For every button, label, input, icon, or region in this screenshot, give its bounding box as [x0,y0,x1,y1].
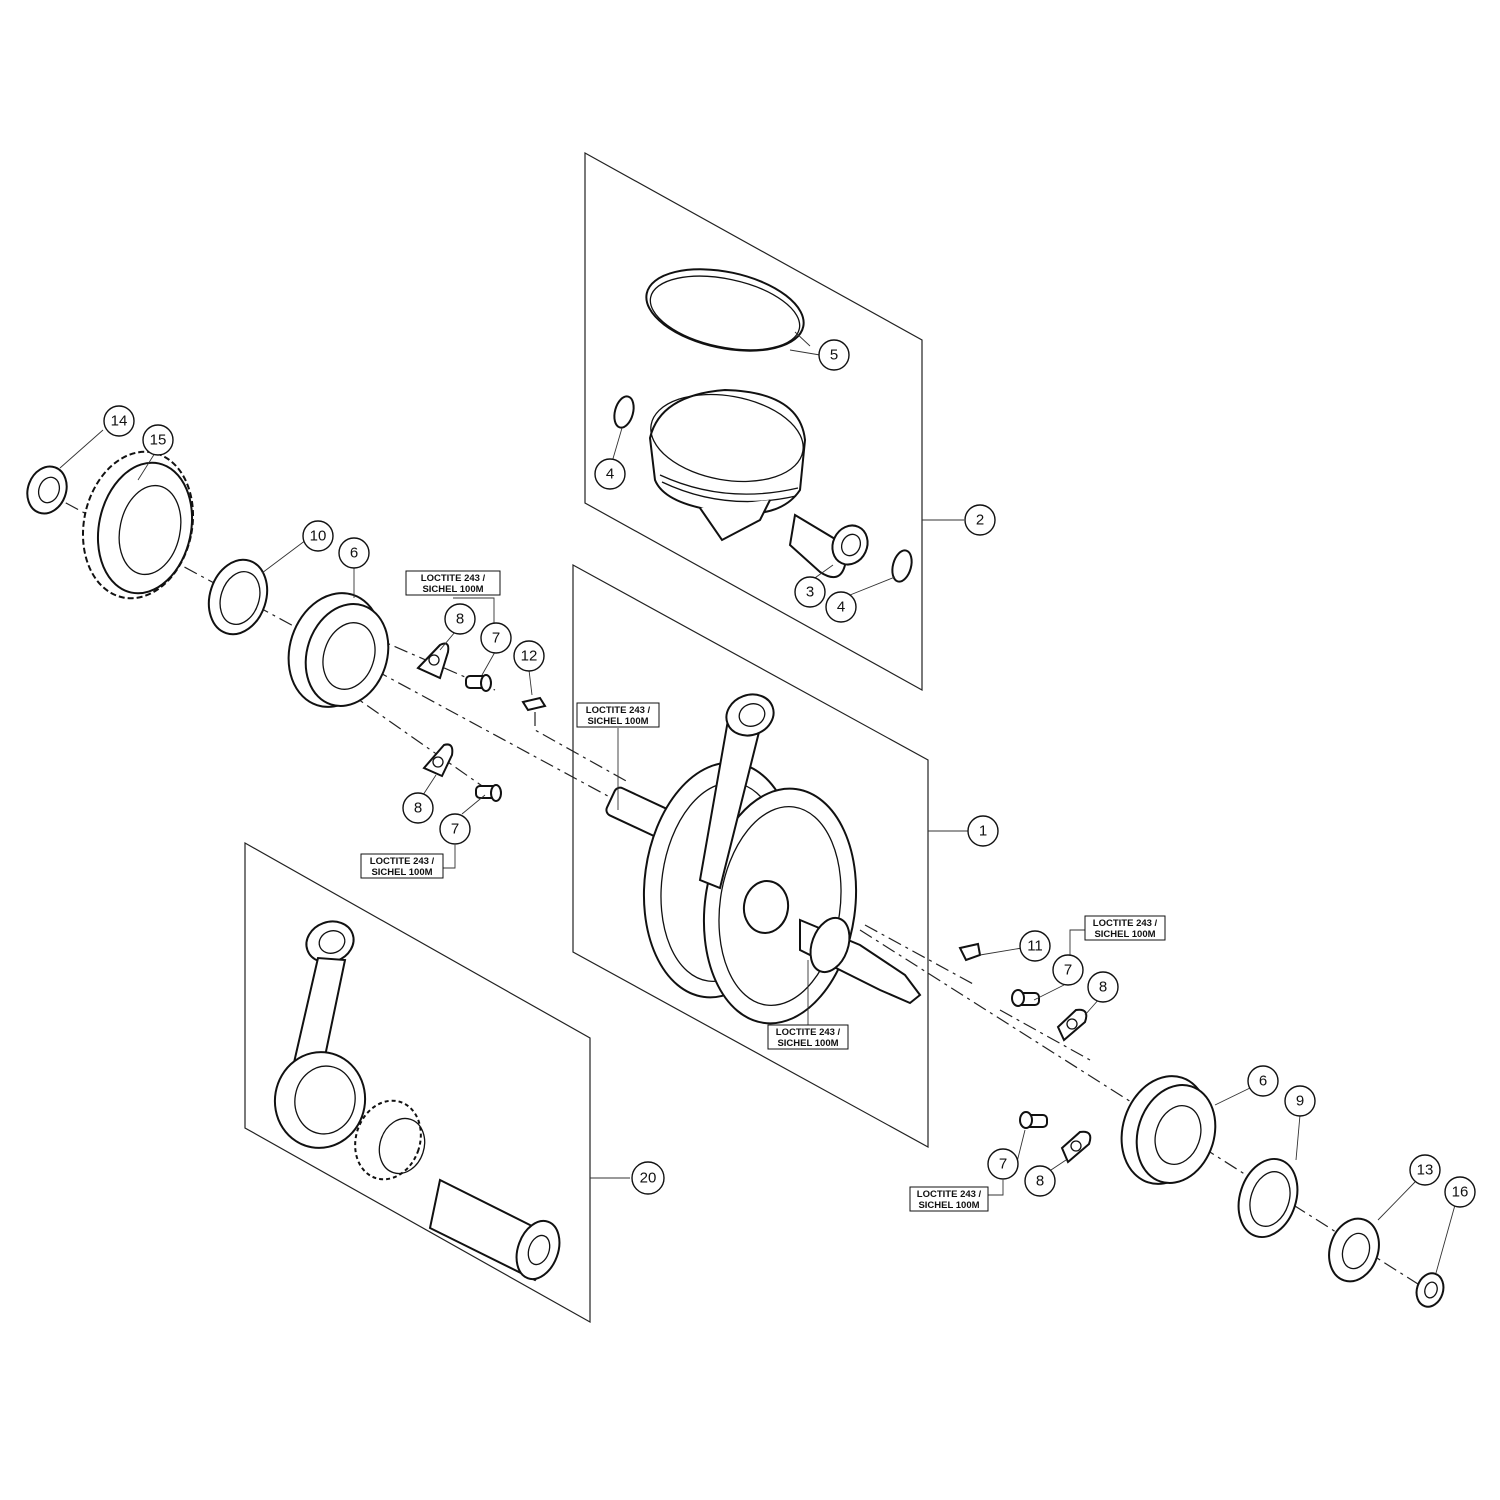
callout-6-right: 6 [1247,1065,1279,1097]
note-text-line2: SICHEL 100M [587,716,648,727]
note-text-line2: SICHEL 100M [918,1200,979,1211]
svg-text:9: 9 [1296,1093,1304,1110]
note-loctite-6: LOCTITE 243 / SICHEL 100M [909,1186,989,1212]
svg-text:13: 13 [1417,1162,1434,1179]
callout-10: 10 [302,520,334,552]
panel-piston-group [584,151,923,692]
note-text-line2: SICHEL 100M [777,1038,838,1049]
part-8-lock-plate-top-left [416,642,450,680]
callout-2: 2 [964,504,996,536]
callout-8-bottom-left: 8 [402,792,434,824]
svg-text:12: 12 [521,648,538,665]
svg-text:8: 8 [456,611,464,628]
svg-text:6: 6 [1259,1073,1267,1090]
panel-crankshaft-group [572,563,929,1149]
callout-11: 11 [1019,930,1051,962]
part-4-circlip-left [613,395,635,429]
note-text-line1: LOCTITE 243 / [370,856,435,867]
svg-text:3: 3 [806,584,814,601]
part-7-screw-top-right [1011,989,1040,1007]
callout-8-top-right: 8 [1087,971,1119,1003]
part-11-woodruff-key [958,942,982,962]
svg-text:1: 1 [979,823,987,840]
part-8-lock-plate-bottom-left [422,743,454,778]
callout-8-top-left: 8 [444,603,476,635]
part-7-screw-bottom-left [475,784,502,802]
note-loctite-4: LOCTITE 243 / SICHEL 100M [1084,915,1166,941]
callout-20: 20 [631,1161,665,1195]
note-text-line2: SICHEL 100M [1094,929,1155,940]
callout-1: 1 [967,815,999,847]
svg-text:8: 8 [414,800,422,817]
svg-text:6: 6 [350,545,358,562]
part-3-piston-pin [788,513,869,579]
part-6-main-bearing-left [287,592,390,708]
part-15-primary-gear [81,450,195,600]
callout-7-top-left: 7 [480,622,512,654]
panel-conrod-group [244,841,591,1324]
svg-text:5: 5 [830,347,838,364]
part-7-screw-top-left [465,674,492,692]
callout-4-right: 4 [825,591,857,623]
part-6-main-bearing-right [1120,1075,1217,1185]
part-13-crankshaft-nut [1328,1217,1380,1283]
svg-text:16: 16 [1452,1184,1469,1201]
svg-text:15: 15 [150,432,167,449]
callout-6-left: 6 [338,537,370,569]
svg-text:7: 7 [492,630,500,647]
part-16-nut [1415,1272,1445,1308]
part-8-lock-plate-bottom-right [1060,1130,1092,1164]
callout-3: 3 [794,576,826,608]
note-text-line1: LOCTITE 243 / [586,705,651,716]
note-loctite-5: LOCTITE 243 / SICHEL 100M [767,1024,849,1050]
svg-text:2: 2 [976,512,984,529]
callout-13: 13 [1409,1154,1441,1186]
svg-text:4: 4 [837,599,845,616]
callout-14: 14 [103,405,135,437]
svg-text:14: 14 [111,413,128,430]
callout-4-left: 4 [594,458,626,490]
note-text-line1: LOCTITE 243 / [1093,918,1158,929]
svg-text:7: 7 [451,821,459,838]
note-text-line1: LOCTITE 243 / [421,573,486,584]
part-4-circlip-right [891,549,913,583]
part-5-piston-rings [645,268,805,352]
part-14-oil-seal [26,465,68,515]
callout-7-bottom-right: 7 [987,1148,1019,1180]
piston [648,388,807,542]
callout-9: 9 [1284,1085,1316,1117]
svg-text:10: 10 [310,528,327,545]
svg-text:20: 20 [640,1170,657,1187]
svg-text:11: 11 [1027,938,1043,955]
note-text-line2: SICHEL 100M [422,584,483,595]
part-20-connecting-rod-kit [273,920,561,1282]
callout-15: 15 [142,424,174,456]
svg-text:7: 7 [999,1156,1007,1173]
part-12-woodruff-key [521,696,547,712]
part-1-crankshaft-assembly [605,693,922,1025]
callout-16: 16 [1444,1176,1476,1208]
note-text-line1: LOCTITE 243 / [776,1027,841,1038]
note-loctite-3: LOCTITE 243 / SICHEL 100M [360,853,444,879]
callout-5: 5 [818,339,850,371]
part-7-screw-bottom-right [1019,1111,1048,1129]
svg-text:4: 4 [606,466,614,483]
note-loctite-1: LOCTITE 243 / SICHEL 100M [405,570,501,596]
part-8-lock-plate-top-right [1056,1008,1088,1042]
note-text-line1: LOCTITE 243 / [917,1189,982,1200]
part-10-spacer-ring [207,558,269,636]
callout-12: 12 [513,640,545,672]
callout-8-bottom-right: 8 [1024,1165,1056,1197]
svg-text:7: 7 [1064,962,1072,979]
svg-text:8: 8 [1099,979,1107,996]
part-9-spacer-ring [1237,1157,1299,1239]
note-loctite-2: LOCTITE 243 / SICHEL 100M [576,702,660,728]
svg-text:8: 8 [1036,1173,1044,1190]
callout-7-top-right: 7 [1052,954,1084,986]
callout-7-bottom-left: 7 [439,813,471,845]
note-text-line2: SICHEL 100M [371,867,432,878]
leader-lines [59,331,1456,1274]
